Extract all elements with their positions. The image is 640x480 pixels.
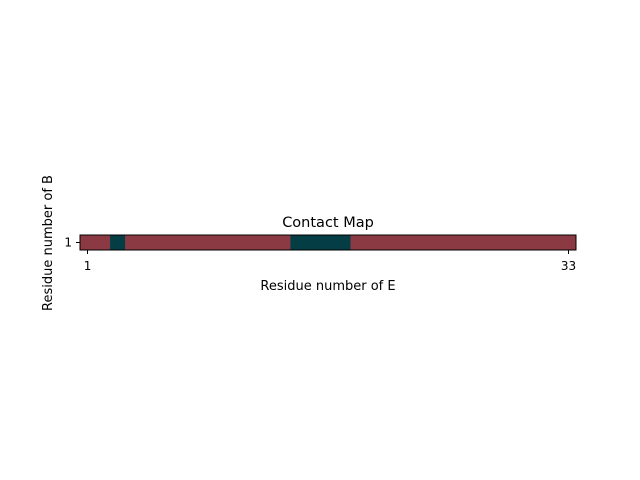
heatmap-cell	[275, 235, 291, 250]
heatmap-cell	[125, 235, 141, 250]
heatmap-cell	[530, 235, 547, 250]
chart-title: Contact Map	[282, 215, 374, 231]
heatmap-cell	[380, 235, 397, 250]
heatmap-cell	[245, 235, 261, 250]
heatmap-cell	[545, 235, 562, 250]
heatmap-cell	[155, 235, 171, 250]
y-axis-ticks: 1	[64, 236, 80, 250]
x-tick-label: 33	[561, 259, 576, 273]
heatmap-cell	[200, 235, 216, 250]
heatmap-cell	[335, 235, 351, 250]
heatmap-cell	[215, 235, 231, 250]
heatmap-cell	[140, 235, 156, 250]
heatmap-cell	[365, 235, 382, 250]
heatmap-cell	[170, 235, 186, 250]
x-axis-ticks: 1 33	[84, 250, 576, 273]
heatmap-cell	[260, 235, 276, 250]
heatmap-cell	[500, 235, 517, 250]
heatmap-cell	[410, 235, 427, 250]
heatmap-cell	[455, 235, 472, 250]
heatmap-cell	[485, 235, 502, 250]
heatmap-cell	[350, 235, 366, 250]
heatmap-cell	[305, 235, 321, 250]
x-tick-label: 1	[84, 259, 92, 273]
heatmap-cell	[230, 235, 246, 250]
heatmap-cell	[80, 235, 96, 250]
heatmap-cell	[110, 235, 126, 250]
heatmap-cell	[440, 235, 457, 250]
heatmap-cell	[425, 235, 442, 250]
x-axis-label: Residue number of E	[260, 279, 395, 294]
heatmap-cells	[80, 235, 577, 250]
heatmap-cell	[515, 235, 532, 250]
heatmap-cell	[470, 235, 487, 250]
heatmap-cell	[395, 235, 412, 250]
heatmap-cell	[185, 235, 201, 250]
y-tick-label: 1	[64, 236, 72, 250]
heatmap-cell	[560, 235, 577, 250]
y-axis-label: Residue number of B	[41, 175, 56, 311]
heatmap-cell	[320, 235, 336, 250]
heatmap-cell	[290, 235, 306, 250]
heatmap-cell	[95, 235, 111, 250]
